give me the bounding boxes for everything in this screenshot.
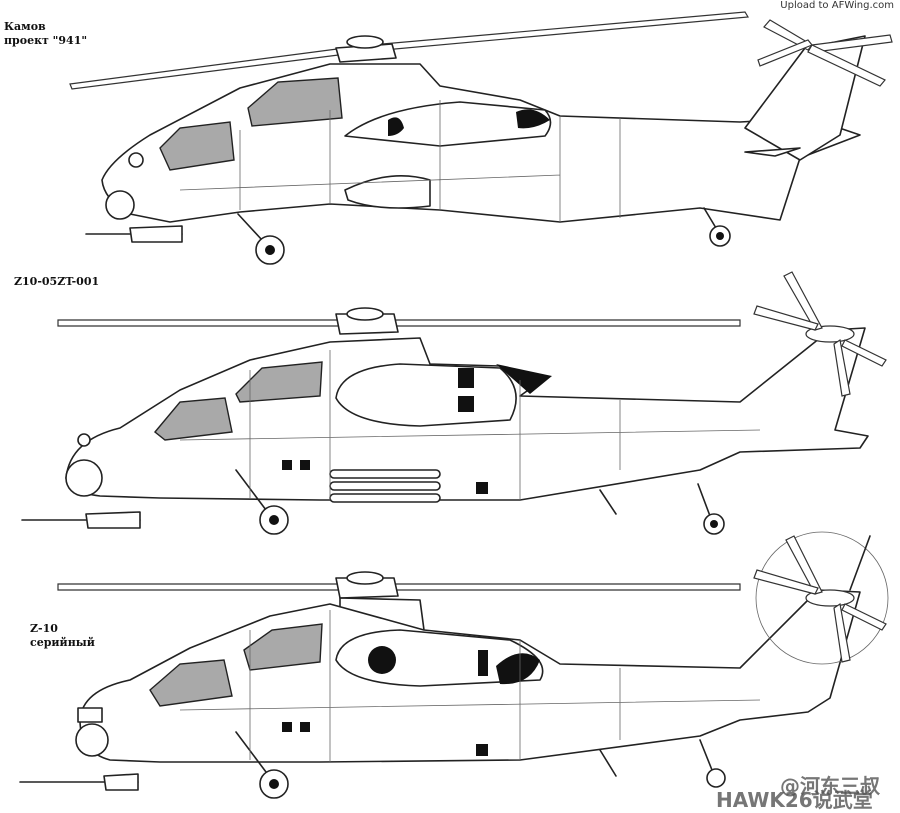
helicopter-top <box>69 11 893 265</box>
canopy-front-mid <box>154 397 233 441</box>
tail-rotor-mid <box>753 271 887 397</box>
label-top-model: Камов проект "941" <box>4 20 88 47</box>
engine-top <box>344 101 552 147</box>
stub-wing-top <box>344 175 431 209</box>
helicopter-mid <box>21 271 887 535</box>
tail-fin-top <box>744 35 866 161</box>
helicopter-bottom <box>19 531 889 799</box>
nose-sensor-bottom <box>75 723 109 757</box>
wheel-rear-bottom <box>706 768 726 788</box>
nose-sensor-top <box>105 190 135 220</box>
watermark-footer: HAWK26说武堂 <box>716 788 873 812</box>
tail-rotor-disc-bottom <box>755 531 889 665</box>
nose-sensor-mid <box>65 459 103 497</box>
label-mid-model: Z10-05ZT-001 <box>14 275 100 288</box>
weapon-stores-mid <box>329 469 441 503</box>
watermark-handle: @河东三叔 <box>780 774 880 798</box>
main-rotor-bottom <box>57 583 741 591</box>
label-bottom-model: Z-10 серийный <box>30 622 95 649</box>
tail-rotor-bottom <box>753 535 887 663</box>
canopy-front-bottom <box>149 659 233 707</box>
canopy-rear-mid <box>235 361 323 403</box>
canopy-rear-bottom <box>243 623 323 671</box>
canopy-front-top <box>159 121 235 171</box>
tail-rotor-top <box>757 19 893 87</box>
canopy-rear-top <box>247 77 343 127</box>
main-rotor-mid <box>57 319 741 327</box>
watermark-upload: Upload to AFWing.com <box>780 0 894 11</box>
engine-mid <box>335 363 517 427</box>
